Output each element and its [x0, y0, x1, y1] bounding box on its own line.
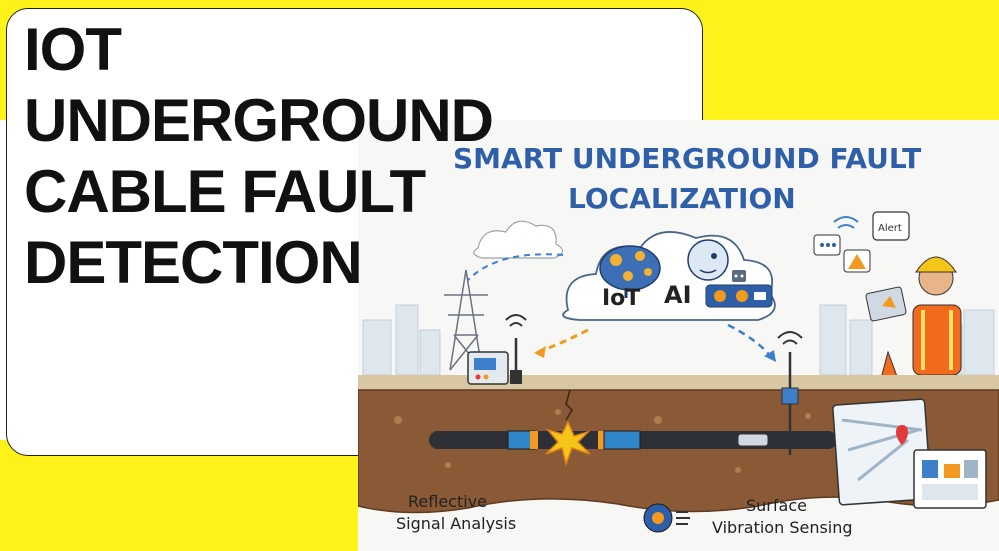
soil-rocks	[394, 409, 811, 473]
caption-left-line2: Signal Analysis	[396, 514, 516, 533]
dashboard-card	[913, 449, 987, 509]
arrow-head-blue	[764, 350, 776, 362]
left-sensor-station	[467, 314, 527, 385]
alert-label: Alert	[878, 223, 902, 234]
arrow-head-orange	[534, 346, 546, 358]
city-skyline	[362, 304, 995, 376]
arrow-cloud-to-tower	[467, 253, 564, 281]
robot-icon	[732, 270, 746, 282]
title-line-4: DETECTION	[24, 229, 363, 296]
title-line-2: UNDERGROUND	[24, 87, 494, 154]
illustration-heading-line2: LOCALIZATION	[568, 182, 796, 215]
underground-cable	[429, 430, 837, 450]
illustration-svg: SMART UNDERGROUND FAULT LOCALIZATION IoT…	[358, 120, 999, 551]
engineer-worker-icon	[865, 256, 962, 376]
cloud-dashboard-icon	[705, 284, 773, 308]
power-tower-icon	[444, 269, 488, 371]
caption-right-line2: Vibration Sensing	[712, 518, 853, 537]
illustration-panel: SMART UNDERGROUND FAULT LOCALIZATION IoT…	[358, 120, 999, 551]
fault-spark-icon	[545, 420, 591, 467]
map-panel	[832, 398, 932, 506]
cloud-label-ai: AI	[664, 281, 692, 309]
caption-right-line1: Surface	[746, 496, 807, 515]
warning-sign-icon	[843, 249, 871, 273]
chat-icon	[813, 234, 841, 256]
brain-icon	[599, 245, 661, 298]
main-title: IOT UNDERGROUND CABLE FAULT DETECTION	[24, 14, 494, 298]
title-line-3: CABLE FAULT	[24, 158, 426, 225]
illustration-heading-line1: SMART UNDERGROUND FAULT	[453, 142, 921, 175]
fault-crack	[565, 389, 573, 421]
ai-head-icon	[687, 239, 729, 281]
wifi-icon	[833, 216, 859, 229]
title-line-1: IOT	[24, 16, 122, 83]
caption-left-line1: Reflective	[408, 492, 487, 511]
alert-bubble-icon: Alert	[872, 211, 910, 241]
cloud-label-iot: IoT	[602, 286, 640, 311]
vibration-sensor-icon	[643, 503, 690, 533]
background-cloud	[473, 220, 564, 259]
